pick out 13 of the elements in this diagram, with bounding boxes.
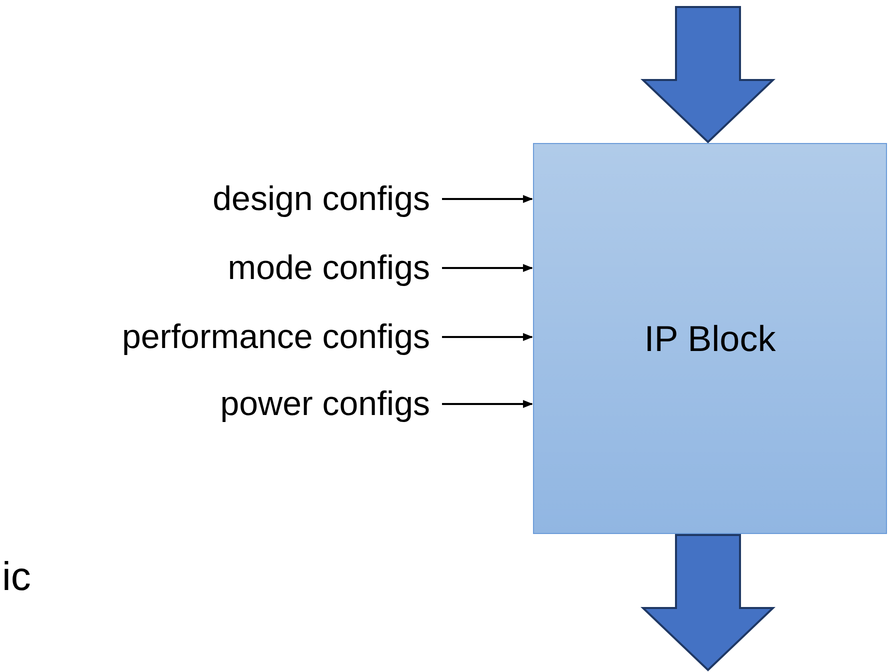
input-label: power configs	[220, 385, 430, 424]
process-box	[533, 143, 887, 534]
block-arrow	[640, 6, 776, 144]
arrow	[442, 195, 533, 203]
input-label: design configs	[212, 180, 430, 219]
text-fragment: ic	[2, 555, 31, 600]
block-arrow	[640, 534, 776, 672]
arrow	[442, 333, 533, 341]
arrow	[442, 264, 533, 272]
block-label: IP Block	[644, 318, 776, 360]
arrow	[442, 400, 533, 408]
input-label: performance configs	[122, 318, 430, 357]
input-label: mode configs	[228, 249, 430, 288]
